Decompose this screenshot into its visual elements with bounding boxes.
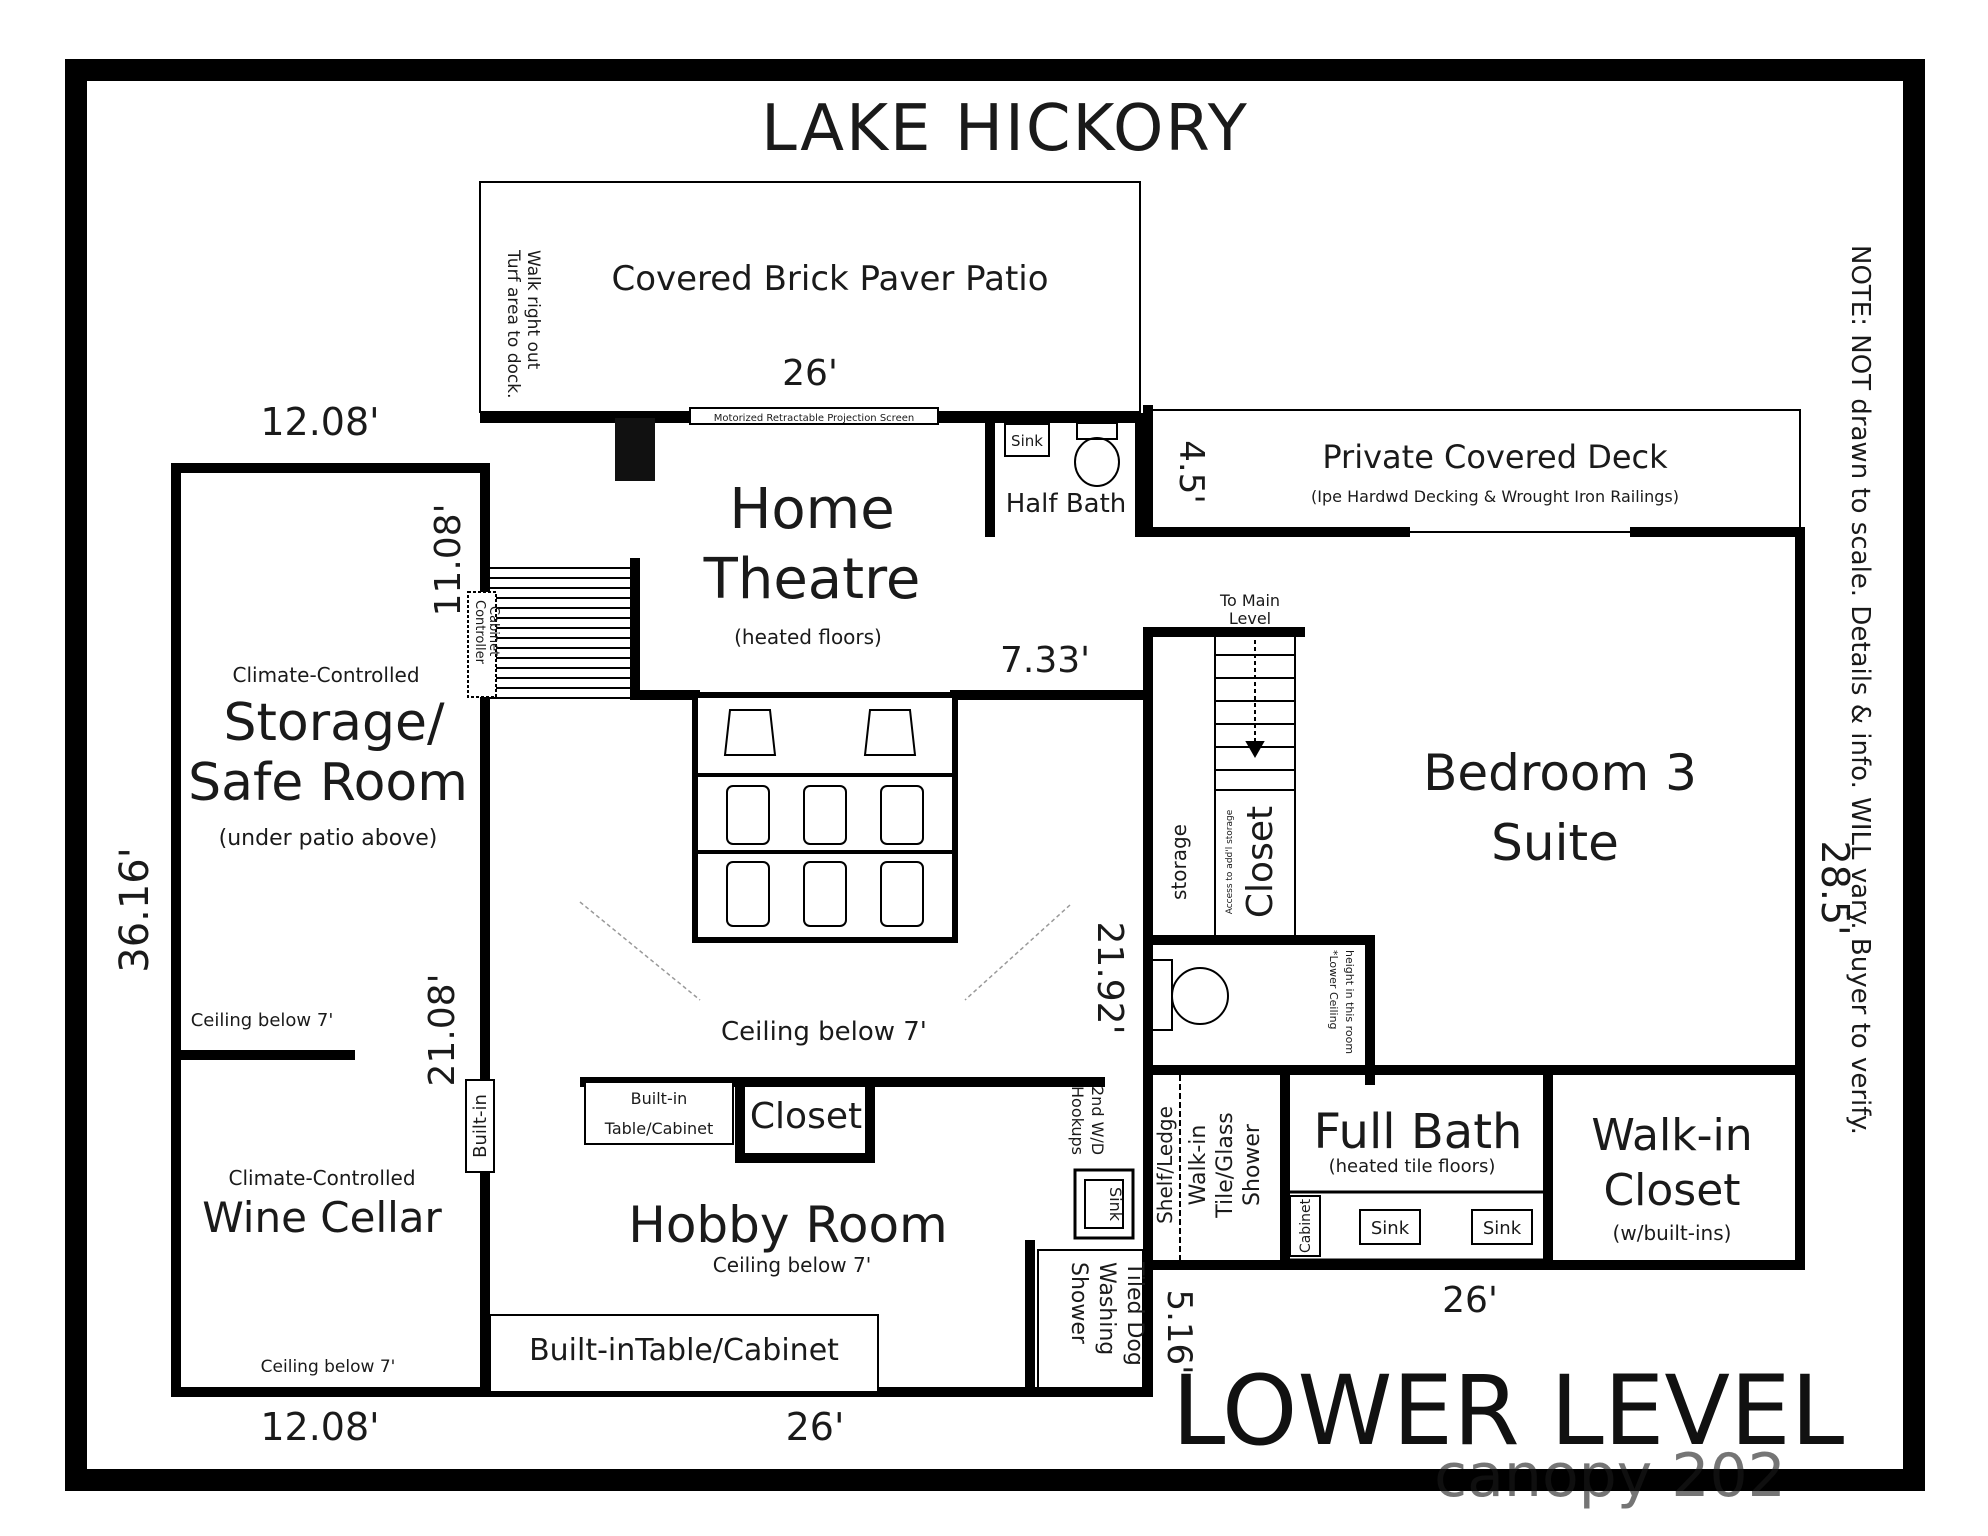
walkin-closet-2: Closet <box>1603 1165 1740 1216</box>
built-in-table-label-2: Table/Cabinet <box>604 1119 714 1138</box>
bed-closet <box>1214 789 1296 941</box>
full-bath-label: Full Bath <box>1314 1104 1523 1160</box>
bedroom-height-dimension: 28.5' <box>1813 840 1857 935</box>
main-height-dimension: 21.92' <box>1089 922 1130 1035</box>
storage-label-1: Storage/ <box>224 693 445 753</box>
level-label: LOWER LEVEL <box>1172 1355 1844 1467</box>
half-bath-label: Half Bath <box>1006 489 1127 519</box>
controller-cabinet-label-2: Cabinet <box>486 606 501 656</box>
recliner-icons <box>726 785 924 927</box>
walk-out-note-2: Turf area to dock. <box>503 249 523 399</box>
bath-cabinet <box>1289 1195 1321 1257</box>
bath-sink-2-label: Sink <box>1483 1218 1522 1239</box>
lower-ceiling-2: height in this room <box>1343 950 1356 1054</box>
built-in-table <box>584 1081 734 1145</box>
scale-note: NOTE: NOT drawn to scale. Details & info… <box>1845 245 1875 1135</box>
hobby-sink-label: Sink <box>1106 1187 1125 1222</box>
wine-label: Wine Cellar <box>202 1193 442 1242</box>
storage-small-label: storage <box>1167 824 1191 900</box>
shower-line-3: Shower <box>1240 1123 1265 1206</box>
shower-line-2: Tile/Glass <box>1213 1112 1238 1219</box>
watermark: canopy 202 <box>1434 1441 1786 1511</box>
lower-ceiling-1: *Lower Ceiling <box>1327 950 1340 1030</box>
bedroom-bottom-dimension: 26' <box>1442 1280 1498 1321</box>
theatre-side-dimension: 11.08' <box>428 504 469 617</box>
bedroom-stairs <box>1214 631 1296 791</box>
bath-sink-1 <box>1359 1209 1421 1245</box>
dog-shower <box>1037 1249 1144 1393</box>
deck-outline <box>1147 409 1801 533</box>
hobby-side-dimension: 21.08' <box>422 974 463 1087</box>
storage-top-dimension: 12.08' <box>260 400 379 444</box>
built-in-bottom-label: Built-inTable/Cabinet <box>529 1333 839 1368</box>
plan-title: LAKE HICKORY <box>761 92 1249 166</box>
hobby-closet-label: Closet <box>750 1096 862 1137</box>
bath-side-dimension: 5.16' <box>1159 1289 1199 1374</box>
deck-label: Private Covered Deck <box>1322 438 1668 476</box>
wine-pre: Climate-Controlled <box>228 1166 415 1190</box>
access-note: Access to add'l storage <box>1225 809 1235 914</box>
bath-sink-2 <box>1471 1209 1533 1245</box>
built-in-bottom <box>489 1314 879 1393</box>
wd-hookups-2: Hookups <box>1068 1086 1087 1155</box>
theatre-seating <box>692 692 958 943</box>
wine-ceiling: Ceiling below 7' <box>261 1357 396 1377</box>
theatre-label-1: Home <box>729 477 894 542</box>
full-bath-sub: (heated tile floors) <box>1329 1156 1496 1177</box>
dog-shower-1: Tiled Dog <box>1122 1261 1147 1366</box>
bedroom-label-1: Bedroom 3 <box>1423 744 1697 802</box>
built-in-wall <box>465 1079 495 1173</box>
controller-cabinet-label-1: Controller <box>472 600 487 665</box>
storage-pre: Climate-Controlled <box>232 663 419 687</box>
half-bath-sink-label: Sink <box>1011 432 1043 450</box>
main-ceiling: Ceiling below 7' <box>721 1017 927 1047</box>
deck-depth-dimension: 4.5' <box>1171 440 1211 503</box>
half-bath-toilet-tank <box>1076 422 1118 440</box>
projection-screen-label: Motorized Retractable Projection Screen <box>714 413 914 424</box>
patio-label: Covered Brick Paver Patio <box>611 259 1048 299</box>
hobby-sink <box>1073 1168 1135 1240</box>
theatre-sub: (heated floors) <box>734 625 882 649</box>
bed-closet-label: Closet <box>1240 806 1281 918</box>
walkin-closet-sub: (w/built-ins) <box>1613 1221 1732 1245</box>
controller-cabinet <box>467 591 497 698</box>
deck-sub: (Ipe Hardwd Decking & Wrought Iron Raili… <box>1311 487 1679 506</box>
dog-shower-3: Shower <box>1066 1262 1091 1345</box>
storage-bottom-dimension: 12.08' <box>260 1405 379 1449</box>
to-main-1: To Main <box>1219 591 1280 610</box>
bath-toilet <box>1171 967 1229 1025</box>
bath-sink-1-label: Sink <box>1371 1218 1410 1239</box>
built-in-wall-label: Built-in <box>470 1094 491 1158</box>
projection-screen <box>689 407 939 425</box>
theatre-label-2: Theatre <box>703 547 921 612</box>
dog-shower-2: Washing <box>1094 1262 1119 1355</box>
lounger-icons <box>723 709 917 756</box>
bedroom-label-2: Suite <box>1491 814 1619 872</box>
walk-out-note-1: Walk right out <box>523 250 543 370</box>
hobby-ceiling: Ceiling below 7' <box>713 1253 871 1277</box>
column-block <box>615 418 655 481</box>
storage-label-2: Safe Room <box>188 753 468 813</box>
storage-height-dimension: 36.16' <box>112 847 158 973</box>
storage-ceiling: Ceiling below 7' <box>191 1010 334 1031</box>
patio-width-dimension: 26' <box>782 353 838 394</box>
half-bath-sink <box>1004 423 1050 457</box>
half-bath-toilet <box>1074 437 1120 487</box>
storage-sub: (under patio above) <box>219 826 438 851</box>
bath-toilet-tank <box>1149 959 1173 1031</box>
shower-shelf: Shelf/Ledge <box>1153 1106 1177 1224</box>
theatre-depth-dimension: 7.33' <box>1000 640 1090 681</box>
wd-hookups-1: 2nd W/D <box>1088 1086 1107 1155</box>
outer-frame <box>65 59 1925 1491</box>
bath-vanity <box>1283 1190 1549 1262</box>
bath-cabinet-label: Cabinet <box>1298 1198 1314 1253</box>
walkin-closet-1: Walk-in <box>1591 1110 1752 1161</box>
shower-line-1: Walk-in <box>1186 1125 1211 1206</box>
built-in-table-label-1: Built-in <box>631 1089 688 1108</box>
bottom-width-dimension: 26' <box>786 1405 845 1449</box>
hobby-label: Hobby Room <box>628 1196 948 1254</box>
to-main-2: Level <box>1229 609 1271 628</box>
theatre-stairs <box>490 567 636 699</box>
